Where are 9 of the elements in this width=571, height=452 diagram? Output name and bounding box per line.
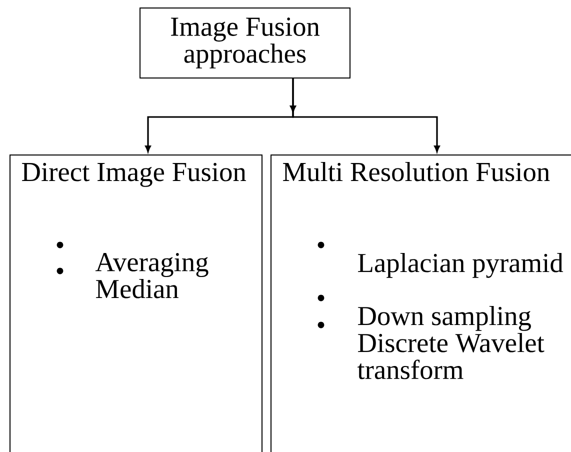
- bullet-item: Discrete Wavelet transform: [357, 333, 544, 380]
- category-box: Image Fusion approaches: [140, 8, 350, 78]
- bullet-item: Down sampling: [358, 306, 531, 331]
- box-heading: Direct Image Fusion: [22, 162, 246, 187]
- box-heading: Multi Resolution Fusion: [283, 162, 550, 182]
- bullet-item: Averaging: [95, 253, 208, 278]
- connector-arrow: [290, 78, 440, 152]
- bullet-item: Median: [96, 279, 178, 298]
- bullet-item: Laplacian pyramid: [358, 253, 564, 278]
